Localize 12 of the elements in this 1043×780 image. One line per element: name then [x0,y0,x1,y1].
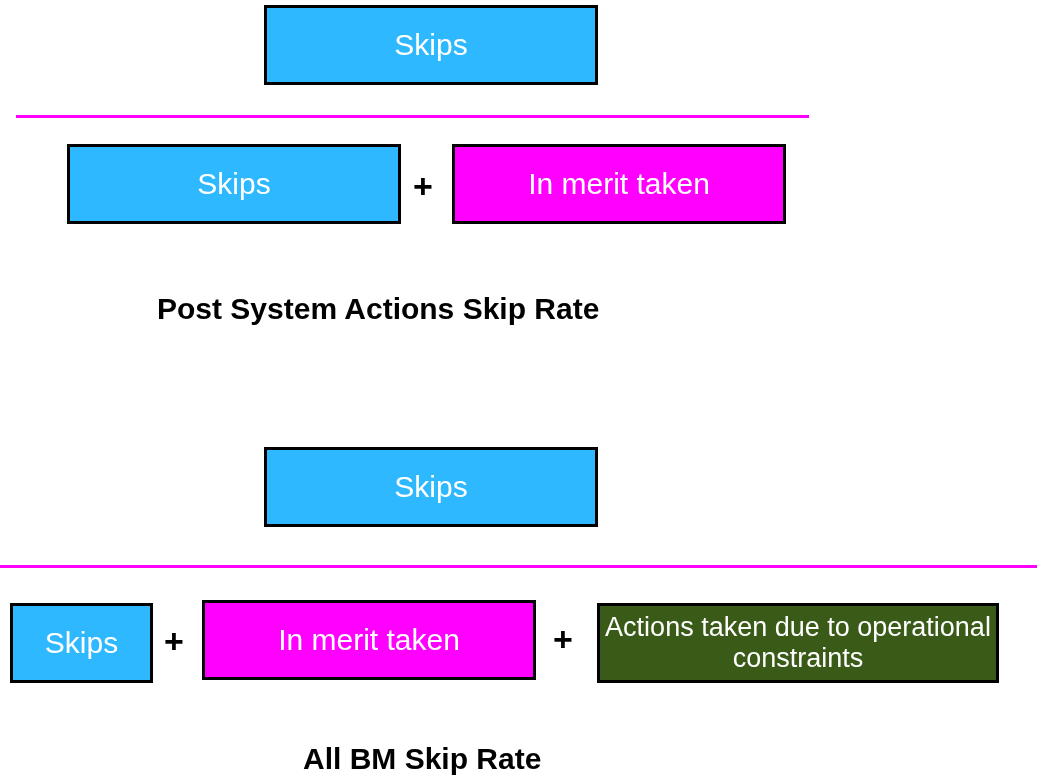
formula-title: All BM Skip Rate [303,742,542,776]
term-box: Actions taken due to operational constraints [597,603,999,683]
term-box: In merit taken [452,144,786,224]
plus-sign: + [553,620,573,659]
plus-sign: + [413,167,433,206]
term-box: Skips [264,5,598,85]
formula-title: Post System Actions Skip Rate [157,292,600,326]
term-box: Skips [10,603,153,683]
plus-sign: + [164,622,184,661]
term-box: Skips [264,447,598,527]
term-box: In merit taken [202,600,536,680]
term-box: Skips [67,144,401,224]
